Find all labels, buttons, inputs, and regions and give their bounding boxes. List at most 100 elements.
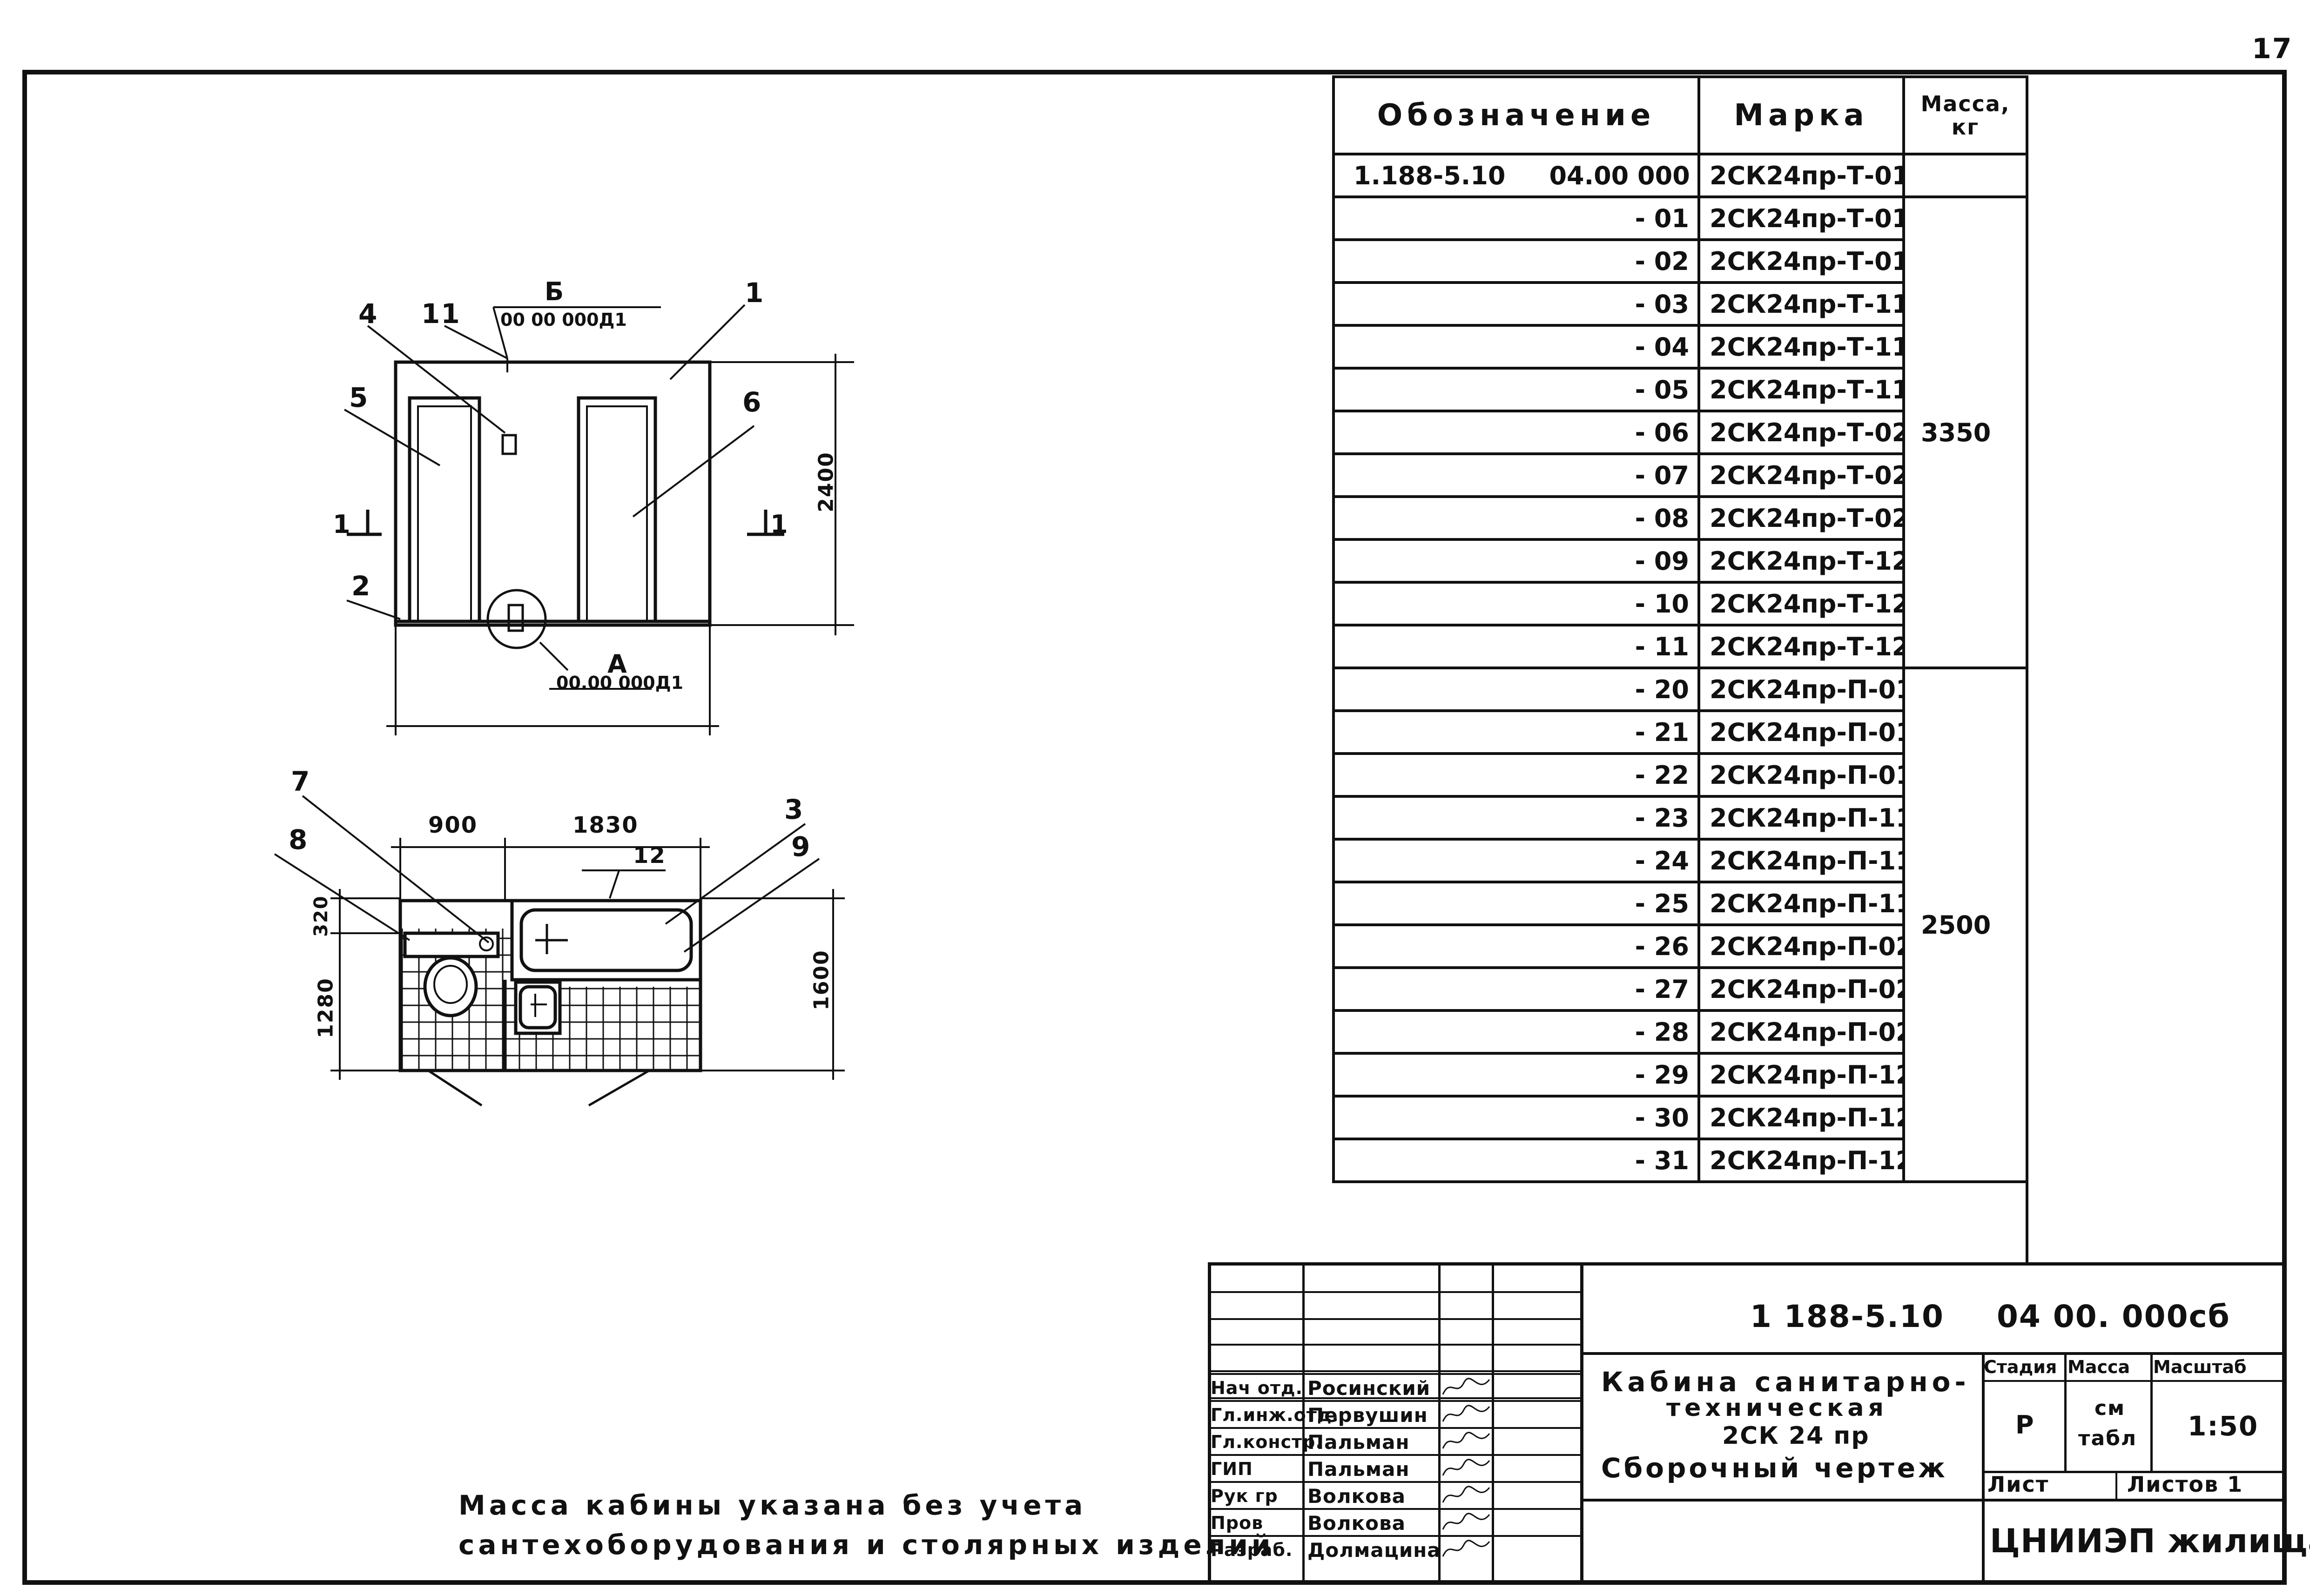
designation-cell: - 23 bbox=[1332, 795, 1700, 841]
sheet-label: Лист bbox=[1987, 1472, 2049, 1497]
tb-line-v3 bbox=[2150, 1352, 2153, 1473]
section-mark-left: 1 bbox=[333, 510, 351, 539]
mass-value-2: табл bbox=[2078, 1427, 2137, 1450]
view-b-ref: 00 00 000Д1 bbox=[500, 310, 627, 330]
elev-pos-6: 6 bbox=[742, 386, 762, 418]
mark-cell: 2СК24пр-П-01 bbox=[1697, 667, 1905, 712]
mark-cell: 2СК24пр-Т-11р bbox=[1697, 324, 1905, 370]
elev-pos-5: 5 bbox=[349, 382, 369, 413]
sheets-label: Листов 1 bbox=[2127, 1472, 2243, 1497]
designation-cell: - 25 bbox=[1332, 881, 1700, 926]
plan-dim-320: 320 bbox=[310, 895, 332, 937]
signature-icon bbox=[1442, 1378, 1490, 1395]
staff-role: Гл.инж.отд. bbox=[1211, 1405, 1339, 1425]
designation-cell: - 02 bbox=[1332, 238, 1700, 284]
title-block bbox=[1208, 1262, 2287, 1585]
mass-cell: 2500 bbox=[1902, 667, 2028, 1183]
designation-cell: - 31 bbox=[1332, 1138, 1700, 1183]
staff-role: Нач отд. bbox=[1211, 1378, 1303, 1398]
scale-value: 1:50 bbox=[2188, 1410, 2259, 1442]
staff-role: ГИП bbox=[1211, 1459, 1253, 1479]
elev-pos-4: 4 bbox=[358, 298, 378, 330]
staff-name: Росинский bbox=[1307, 1377, 1431, 1400]
tb-line-h2 bbox=[1583, 1499, 2287, 1502]
mass-value-1: см bbox=[2094, 1396, 2126, 1420]
mass-cell-empty bbox=[1902, 154, 2027, 197]
designation-cell: - 29 bbox=[1332, 1052, 1700, 1098]
mark-cell: 2СК24пр-П-12 bbox=[1697, 1052, 1905, 1098]
staff-row: Нач отд.Росинский bbox=[1208, 1373, 1583, 1402]
mark-cell: 2СК24пр-Т-02р bbox=[1697, 452, 1905, 498]
mark-cell: 2СК24пр-П-12р bbox=[1697, 1095, 1905, 1140]
doc-code: 1 188-5.10 bbox=[1750, 1299, 1944, 1334]
designation-cell: - 21 bbox=[1332, 709, 1700, 755]
plan-pos-12: 12 bbox=[633, 842, 666, 869]
staff-name: Первушин bbox=[1307, 1404, 1428, 1427]
mass-cell: 3350 bbox=[1902, 195, 2028, 669]
title-line-2: техническая bbox=[1666, 1394, 1888, 1422]
staff-grid bbox=[1208, 1262, 1583, 1585]
plan-dim-1600: 1600 bbox=[809, 950, 834, 1010]
mark-cell: 2СК24пр-Т-01р bbox=[1697, 195, 1905, 241]
mark-cell: 2СК24пр-П-11 bbox=[1697, 795, 1905, 841]
designation-cell: - 03 bbox=[1332, 281, 1700, 327]
mark-cell: 2СК24пр-П-12в bbox=[1697, 1138, 1905, 1183]
view-a-label: А bbox=[607, 649, 628, 679]
staff-name: Волкова bbox=[1307, 1485, 1406, 1508]
drawing-frame bbox=[22, 70, 2287, 1585]
staff-role: Разраб. bbox=[1211, 1540, 1293, 1560]
plan-pos-9: 9 bbox=[791, 831, 811, 862]
title-line-3: 2СК 24 пр bbox=[1722, 1422, 1870, 1450]
tb-line-h3 bbox=[1982, 1380, 2287, 1382]
designation-cell: - 30 bbox=[1332, 1095, 1700, 1140]
spec-right-line bbox=[2026, 75, 2028, 1262]
staff-row: Гл.констр.Пальман bbox=[1208, 1427, 1583, 1456]
designation-cell: - 07 bbox=[1332, 452, 1700, 498]
designation-cell: 1.188-5.10 04.00 000 bbox=[1332, 153, 1700, 198]
plan-pos-8: 8 bbox=[289, 824, 309, 855]
elev-pos-2: 2 bbox=[351, 570, 371, 602]
plan-pos-7: 7 bbox=[291, 766, 311, 797]
staff-name: Пальман bbox=[1307, 1431, 1410, 1454]
mark-cell: 2СК24пр-Т-01в bbox=[1697, 238, 1905, 284]
staff-name: Пальман bbox=[1307, 1458, 1410, 1481]
mark-cell: 2СК24пр-Т-01 bbox=[1697, 153, 1905, 198]
designation-cell: - 05 bbox=[1332, 367, 1700, 412]
mark-cell: 2СК24пр-Т-11в bbox=[1697, 367, 1905, 412]
signature-icon bbox=[1442, 1486, 1490, 1503]
mark-cell: 2СК24пр-Т-02 bbox=[1697, 410, 1905, 455]
designation-cell: - 08 bbox=[1332, 495, 1700, 541]
staff-row: Гл.инж.отд.Первушин bbox=[1208, 1400, 1583, 1429]
stage-value: Р bbox=[2015, 1410, 2035, 1440]
doc-number: 04 00. 000сб bbox=[1997, 1299, 2230, 1334]
plan-view bbox=[274, 795, 845, 1107]
signature-icon bbox=[1442, 1459, 1490, 1476]
mass-note-line1: Масса кабины указана без учета bbox=[458, 1489, 1087, 1521]
header-mass: Масса, кг bbox=[1902, 75, 2028, 155]
organization: ЦНИИЭП жилища bbox=[1990, 1522, 2310, 1560]
view-a-ref: 00.00 000Д1 bbox=[556, 673, 684, 693]
staff-name: Волкова bbox=[1307, 1512, 1406, 1535]
mark-cell: 2СК24пр-П-11р bbox=[1697, 838, 1905, 883]
title-line-1: Кабина санитарно- bbox=[1601, 1366, 1970, 1398]
title-line-4: Сборочный чертеж bbox=[1601, 1452, 1948, 1484]
mark-cell: 2СК24пр-Т-12 bbox=[1697, 538, 1905, 584]
mark-cell: 2СК24пр-Т-11 bbox=[1697, 281, 1905, 327]
elev-pos-1: 1 bbox=[745, 277, 765, 309]
mark-cell: 2СК24пр-П-01р bbox=[1697, 709, 1905, 755]
mark-cell: 2СК24пр-П-02 bbox=[1697, 923, 1905, 969]
